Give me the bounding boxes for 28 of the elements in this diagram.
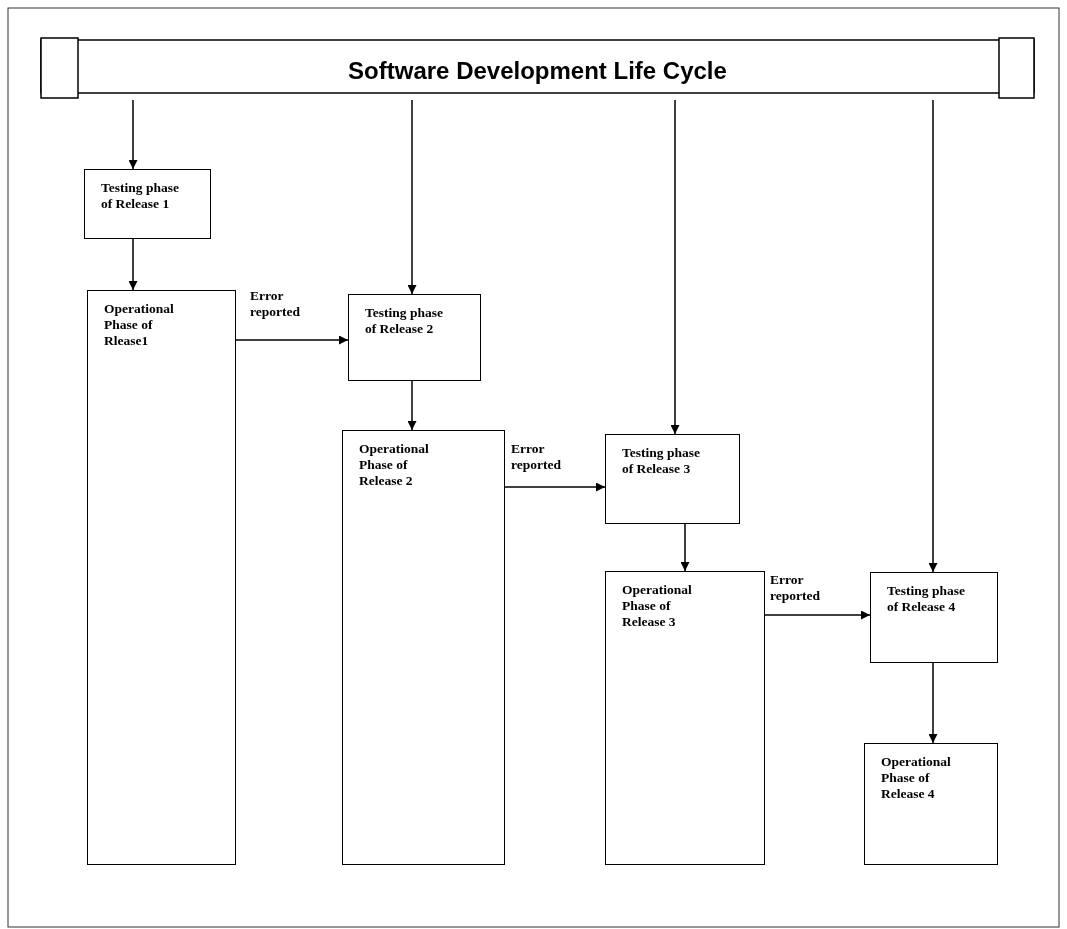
box-label: Operational Phase of Release 4 bbox=[881, 754, 952, 803]
process-box bbox=[864, 743, 998, 865]
process-box bbox=[87, 290, 236, 865]
arrow bbox=[764, 610, 871, 620]
arrow bbox=[128, 238, 138, 291]
arrow bbox=[680, 523, 690, 572]
banner-label: Software Development Life Cycle bbox=[348, 56, 727, 83]
process-box bbox=[84, 169, 211, 239]
process-box bbox=[870, 572, 998, 663]
box-label: Operational Phase of Rlease1 bbox=[104, 301, 175, 350]
process-box bbox=[348, 294, 481, 381]
box-label: Testing phase of Release 1 bbox=[101, 180, 180, 213]
arrow bbox=[128, 99, 138, 170]
arrow bbox=[928, 99, 938, 573]
arrow bbox=[928, 662, 938, 744]
arrow bbox=[235, 335, 349, 345]
box-label: Operational Phase of Release 3 bbox=[622, 582, 693, 631]
arrow bbox=[504, 482, 606, 492]
process-box bbox=[605, 434, 740, 524]
process-box bbox=[605, 571, 765, 865]
box-label: Operational Phase of Release 2 bbox=[359, 441, 430, 490]
arrow bbox=[407, 380, 417, 431]
box-label: Testing phase of Release 4 bbox=[887, 583, 966, 616]
box-label: Testing phase of Release 3 bbox=[622, 445, 701, 478]
box-label: Testing phase of Release 2 bbox=[365, 305, 444, 338]
arrow bbox=[407, 99, 417, 295]
arrow bbox=[670, 99, 680, 435]
process-box bbox=[342, 430, 505, 865]
